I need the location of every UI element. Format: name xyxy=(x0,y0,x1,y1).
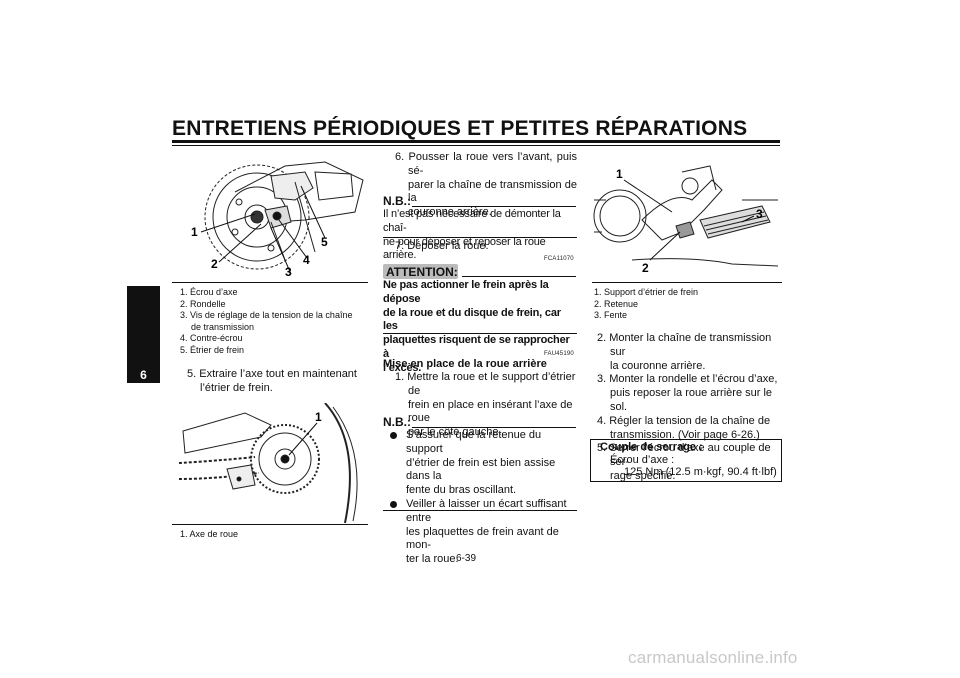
attention-label: ATTENTION: xyxy=(386,265,458,279)
header-rule-thin xyxy=(172,145,780,146)
ref-code: FAU45190 xyxy=(544,351,574,357)
callout-4: 4 xyxy=(303,253,310,267)
callout-3: 3 xyxy=(756,207,763,221)
list-item: Veiller à laisser un écart suffisant ent… xyxy=(390,498,578,567)
figure3-caption: 1. Support d’étrier de frein 2. Retenue … xyxy=(594,287,699,320)
callout-1: 1 xyxy=(616,167,623,181)
page-number: 6-39 xyxy=(456,553,477,564)
page-title: ENTRETIENS PÉRIODIQUES ET PETITES RÉPARA… xyxy=(172,117,748,140)
figure1-caption: 1. Écrou d’axe 2. Rondelle 3. Vis de rég… xyxy=(180,287,353,355)
attention-end-rule xyxy=(383,333,577,334)
step-5: 5. Serrer l’écrou d’axe au couple de ser… xyxy=(597,442,771,482)
callout-3: 3 xyxy=(285,265,292,279)
note-bullet-list: S’assurer que la retenue du support d’ét… xyxy=(390,429,578,567)
callout-2: 2 xyxy=(211,257,218,271)
note-title: N.B.: xyxy=(383,194,411,208)
bullet-icon xyxy=(390,432,397,439)
figure2-caption: 1. Axe de roue xyxy=(180,529,239,539)
callout-1: 1 xyxy=(191,225,198,239)
note-end-rule xyxy=(383,510,577,511)
step-1: 1. Mettre la roue et le support d’étrier… xyxy=(395,371,576,439)
figure-caliper-bracket: 1 2 3 xyxy=(593,165,779,275)
header-rule xyxy=(172,140,780,143)
step-3: 3. Monter la rondelle et l’écrou d’axe,p… xyxy=(597,373,778,413)
torque-box xyxy=(590,439,782,482)
figure-divider xyxy=(172,524,368,525)
callout-2: 2 xyxy=(642,261,649,275)
torque-item: Écrou d’axe : xyxy=(610,454,675,466)
attention-badge xyxy=(383,264,458,279)
step-6: 6. Pousser la roue vers l’avant, puis sé… xyxy=(395,151,577,219)
note-rule xyxy=(412,427,576,428)
note-rule xyxy=(412,206,576,207)
ref-code: FCA11070 xyxy=(544,256,574,262)
bullet-icon xyxy=(390,500,397,508)
step-7: 7. Déposer la roue. xyxy=(395,240,489,252)
figure-axle-caliper: 1 2 3 4 5 xyxy=(191,161,364,279)
chapter-number: 6 xyxy=(140,368,147,382)
torque-title: Couple de serrage : xyxy=(600,441,703,453)
note-title: N.B.: xyxy=(383,415,411,429)
attention-rule xyxy=(462,276,576,277)
note-end-rule xyxy=(383,237,577,238)
figure-wheel-axle: 1 xyxy=(178,403,358,523)
figure-divider xyxy=(172,282,368,283)
callout-5: 5 xyxy=(321,235,328,249)
chapter-tab xyxy=(127,286,160,383)
section-title: Mise en place de la roue arrière xyxy=(383,358,547,370)
figure-divider xyxy=(592,282,782,283)
list-item: S’assurer que la retenue du support d’ét… xyxy=(390,429,578,498)
watermark: carmanualsonline.info xyxy=(628,648,798,667)
callout-1: 1 xyxy=(315,410,322,424)
torque-value: 125 Nm (12.5 m·kgf, 90.4 ft·lbf) xyxy=(624,466,777,478)
note-text: Il n’est pas nécessaire de démonter la c… xyxy=(383,208,561,262)
attention-text: Ne pas actionner le frein après la dépos… xyxy=(383,279,570,374)
